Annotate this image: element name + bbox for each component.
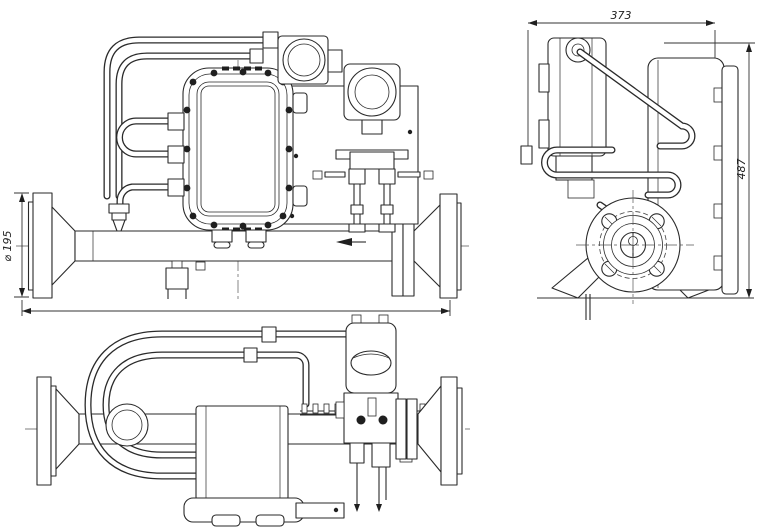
conduit-union	[327, 49, 343, 73]
meter-body-top	[183, 405, 345, 527]
bottom-plug-cap	[247, 241, 265, 249]
top-view	[25, 314, 470, 527]
cover-port	[167, 112, 185, 131]
top-joint-flange-b	[406, 398, 418, 460]
valve-body	[349, 442, 365, 464]
impulse-tubing-loops	[103, 31, 279, 210]
bottom-plug	[245, 229, 267, 243]
left-flange	[32, 192, 53, 299]
drain-pin	[585, 294, 591, 320]
tube-union	[262, 31, 279, 49]
transmitter-top-view	[345, 314, 397, 394]
top-right-flange	[440, 376, 458, 486]
cover-hinge	[292, 185, 308, 207]
side-tubes	[541, 48, 696, 199]
meter-cover	[167, 66, 308, 249]
dimension-diameter: ⌀ 195	[1, 192, 29, 298]
dimension-height: 487	[664, 42, 755, 298]
dimension-width: 373	[527, 9, 716, 146]
top-joint-flange-a	[395, 398, 407, 460]
dim-height-label: 487	[735, 159, 748, 180]
front-view: ⌀ 195	[1, 31, 470, 316]
side-bracket	[295, 502, 345, 519]
pressure-transmitter-2	[343, 63, 401, 135]
flow-direction-arrow-icon	[336, 238, 366, 246]
transmitter-neck	[361, 119, 383, 135]
dim-diameter-label: ⌀ 195	[1, 230, 14, 261]
dimension-overall-length	[21, 300, 451, 316]
bottom-plug	[211, 229, 233, 243]
pressure-transmitter-1	[277, 35, 343, 85]
cover-hinge	[292, 92, 308, 114]
tube-union	[243, 347, 258, 363]
thermowell	[165, 260, 206, 299]
top-left-flange	[36, 376, 52, 486]
cable-gland	[108, 203, 130, 232]
right-flange	[439, 193, 458, 299]
inlet-flange-face	[576, 190, 694, 304]
cover-port	[167, 178, 185, 197]
top-right-cone	[417, 385, 442, 473]
top-tubing-loops	[84, 326, 352, 480]
bottom-plug-cap	[213, 241, 231, 249]
valve-manifold	[312, 149, 434, 233]
tube-union	[261, 326, 277, 343]
left-reducer-cone	[51, 206, 76, 286]
tube-union	[249, 48, 264, 64]
manifold-top-view	[335, 392, 413, 512]
top-left-cone	[55, 388, 80, 470]
valve-handle	[324, 171, 346, 178]
dim-width-label: 373	[611, 9, 632, 22]
valve-body	[371, 442, 391, 468]
valve-handle	[397, 171, 421, 178]
side-port-stub	[520, 145, 533, 165]
cover-port	[167, 145, 185, 164]
cover-plate-side	[721, 65, 739, 295]
side-view: 373 487	[520, 9, 755, 320]
meter-pipe	[74, 230, 416, 262]
cover-bolts	[183, 68, 293, 230]
